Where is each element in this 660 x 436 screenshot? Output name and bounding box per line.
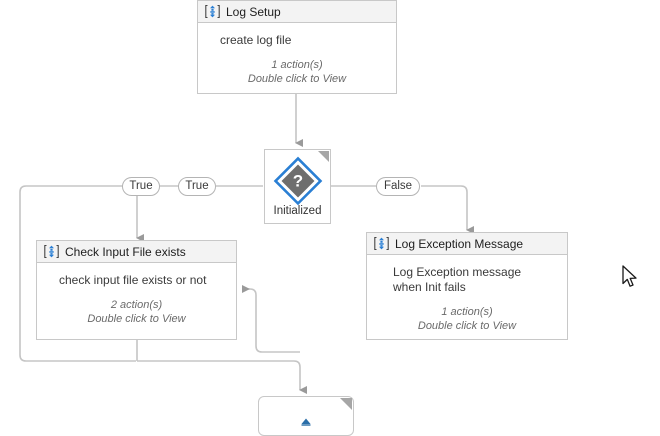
decision-glyph: ?: [292, 172, 302, 191]
corner-fold-icon: [340, 398, 352, 410]
partial-node-glyph: [299, 413, 313, 431]
edge-label-text: True: [129, 180, 153, 192]
node-meta: 2 action(s) Double click to View: [49, 298, 224, 326]
corner-fold-icon: [318, 151, 329, 162]
activity-node-log-setup[interactable]: Log Setup create log file 1 action(s) Do…: [197, 0, 397, 94]
node-header: Check Input File exists: [37, 241, 236, 263]
node-title: Log Exception Message: [395, 236, 524, 251]
activity-node-partial-next[interactable]: [258, 396, 354, 436]
activity-node-log-exception-message[interactable]: Log Exception Message Log Exception mess…: [366, 232, 568, 340]
node-description: Log Exception message when Init fails: [393, 265, 522, 294]
decision-diamond-icon: ?: [273, 156, 323, 211]
node-double-click-hint: Double click to View: [247, 73, 347, 85]
decision-node-initialized[interactable]: ? Initialized: [264, 149, 331, 224]
node-body: Log Exception message when Init fails 1 …: [367, 255, 567, 341]
sequence-icon: [205, 4, 220, 19]
node-body: check input file exists or not 2 action(…: [37, 263, 236, 334]
edge-label-true-right[interactable]: True: [178, 177, 216, 196]
wire-loopback-to-checkinput: [242, 285, 300, 353]
edge-label-text: False: [383, 180, 413, 192]
node-action-count: 2 action(s): [110, 299, 163, 311]
decision-label: Initialized: [273, 205, 322, 217]
wire-false-to-logexception: [421, 185, 474, 234]
edge-label-true-left[interactable]: True: [122, 177, 160, 196]
node-double-click-hint: Double click to View: [87, 313, 186, 325]
wire-bottom-rail-right: [137, 360, 307, 394]
node-meta: 1 action(s) Double click to View: [379, 305, 555, 333]
node-title: Check Input File exists: [65, 244, 186, 259]
activity-node-check-input-file-exists[interactable]: Check Input File exists check input file…: [36, 240, 237, 340]
mouse-pointer-icon: [621, 265, 639, 294]
node-header: Log Setup: [198, 1, 396, 23]
node-body: create log file 1 action(s) Double click…: [198, 23, 396, 94]
node-meta: 1 action(s) Double click to View: [210, 58, 384, 86]
node-action-count: 1 action(s): [271, 59, 323, 71]
node-description: check input file exists or not: [59, 273, 207, 287]
node-title: Log Setup: [226, 4, 281, 19]
sequence-icon: [44, 244, 59, 259]
sequence-icon: [374, 236, 389, 251]
node-header: Log Exception Message: [367, 233, 567, 255]
node-action-count: 1 action(s): [441, 306, 493, 318]
node-description: create log file: [220, 33, 292, 47]
edge-label-false[interactable]: False: [376, 177, 420, 196]
node-double-click-hint: Double click to View: [417, 320, 517, 332]
edge-label-text: True: [185, 180, 209, 192]
